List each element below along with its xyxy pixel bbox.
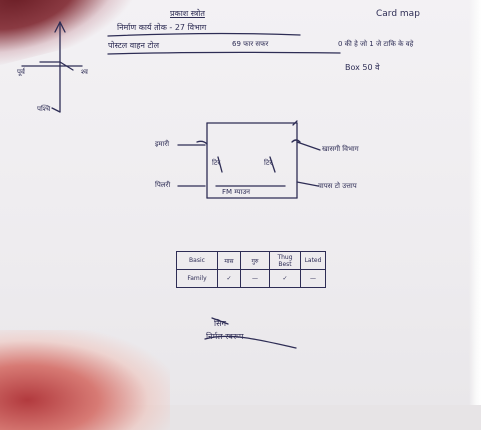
table-header-row: Basic मास गुरु Thug Best Lated [176, 251, 326, 270]
signature-line-2: निर्मल स्वरूप [206, 332, 244, 341]
table-cell-mark: — [240, 269, 270, 288]
header-line-4: Box 50 वे [345, 63, 380, 72]
table-row-label: Family [176, 269, 218, 288]
diagram-label-left-1: इमारी [155, 140, 170, 148]
header-line-1: निर्माण कार्य तोक - 27 विभाग [117, 23, 207, 32]
header-line-3-number: 69 फार सफर [232, 40, 269, 48]
axis-label-bottom: पश्चि [37, 105, 51, 113]
axis-label-right: श्व [81, 68, 88, 76]
table-header-cell: Thug Best [269, 251, 301, 270]
sketch-lines [21, 21, 341, 349]
diagram-label-right-1: खासगी विभाग [322, 145, 359, 153]
attribute-table: Basic मास गुरु Thug Best Lated Family ✓ … [176, 251, 326, 288]
diagram-bottom-inner: FM म्पाउन [222, 188, 251, 196]
table-header-cell: मास [217, 251, 241, 270]
header-line-2: पोस्टल वाहन टोल [108, 41, 160, 50]
table-header-cell: गुरु [240, 251, 270, 270]
header-title: प्रकाश स्त्रोत [170, 9, 205, 18]
diagram-label-left-2: पिलरी [155, 181, 171, 189]
axis-label-left: पूर्व [17, 68, 25, 76]
table-cell-mark: ✓ [269, 269, 301, 288]
table-cell-mark: — [300, 269, 326, 288]
table-cell-mark: ✓ [217, 269, 241, 288]
header-line-3-tail: 0 की हे जो 1 जे टाकि के वहे [338, 40, 414, 48]
diagram-label-right-2: वापस टो उत्ताप [318, 182, 357, 190]
signature-line-1: सिग [214, 319, 226, 328]
table-header-cell: Basic [176, 251, 218, 270]
table-header-cell: Lated [300, 251, 326, 270]
page-edge-right [469, 0, 481, 405]
table-row: Family ✓ — ✓ — [176, 269, 326, 288]
diagram-inner-label-2: टिर [264, 159, 273, 167]
corner-note: Card map [376, 9, 420, 19]
diagram-inner-label-1: टिर [212, 159, 221, 167]
